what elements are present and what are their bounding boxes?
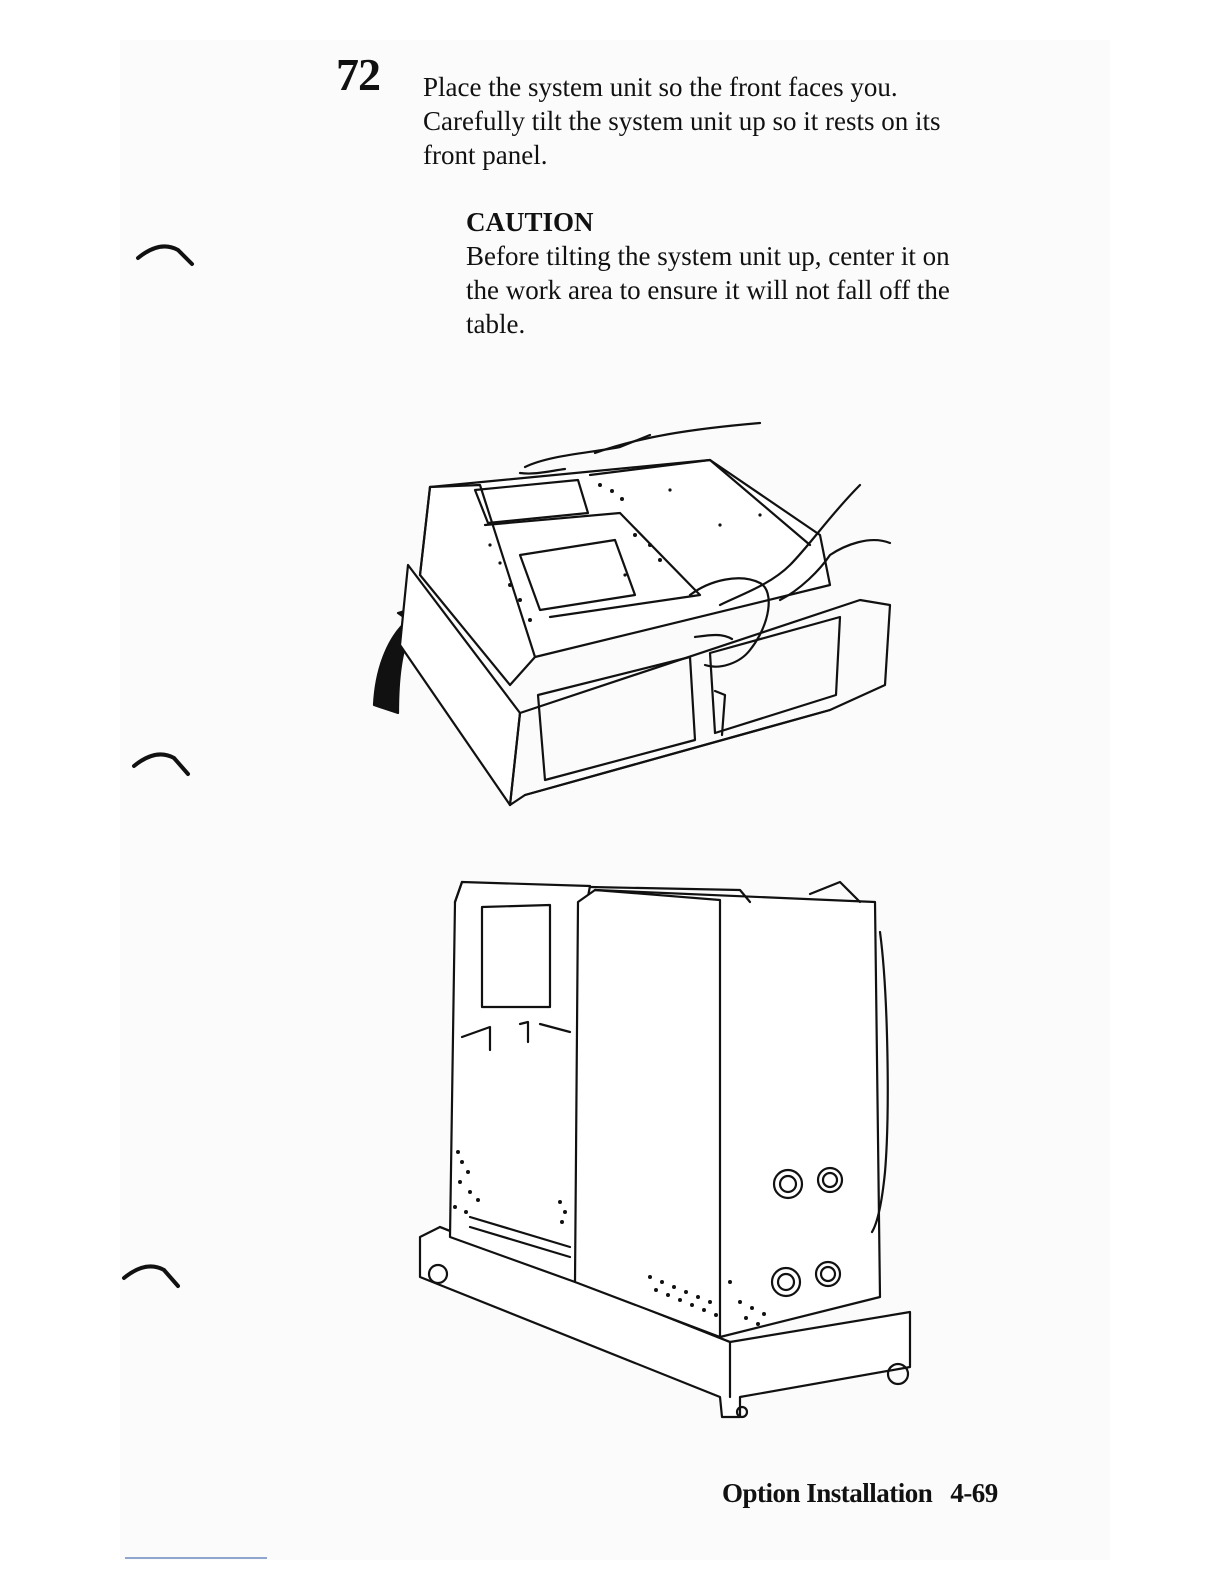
tilting-system-unit-illustration	[360, 395, 900, 820]
instruction-line: Place the system unit so the front faces…	[423, 70, 1023, 104]
system-unit-on-front-panel-illustration	[410, 872, 920, 1432]
binder-hole-mark-3	[118, 1256, 188, 1290]
binder-hole-mark-2	[128, 744, 198, 778]
drive-bay-section	[450, 882, 590, 1282]
scan-edge-line	[125, 1557, 267, 1559]
caution-line: Before tilting the system unit up, cente…	[466, 239, 1026, 273]
system-unit-cabinet	[420, 460, 830, 685]
instruction-line: Carefully tilt the system unit up so it …	[423, 104, 1023, 138]
footer-page-number: 4-69	[950, 1478, 998, 1508]
caution-heading: CAUTION	[466, 205, 1026, 239]
footer-section-title: Option Installation	[722, 1478, 932, 1508]
instruction-line: front panel.	[423, 138, 1023, 172]
step-instruction: Place the system unit so the front faces…	[423, 70, 1023, 172]
caution-line: the work area to ensure it will not fall…	[466, 273, 1026, 307]
page-footer: Option Installation 4-69	[722, 1478, 998, 1509]
binder-hole-mark-1	[132, 238, 202, 268]
caution-notice: CAUTION Before tilting the system unit u…	[466, 205, 1026, 341]
step-number: 72	[336, 52, 380, 98]
system-unit-tower	[575, 882, 888, 1337]
caution-line: table.	[466, 307, 1026, 341]
